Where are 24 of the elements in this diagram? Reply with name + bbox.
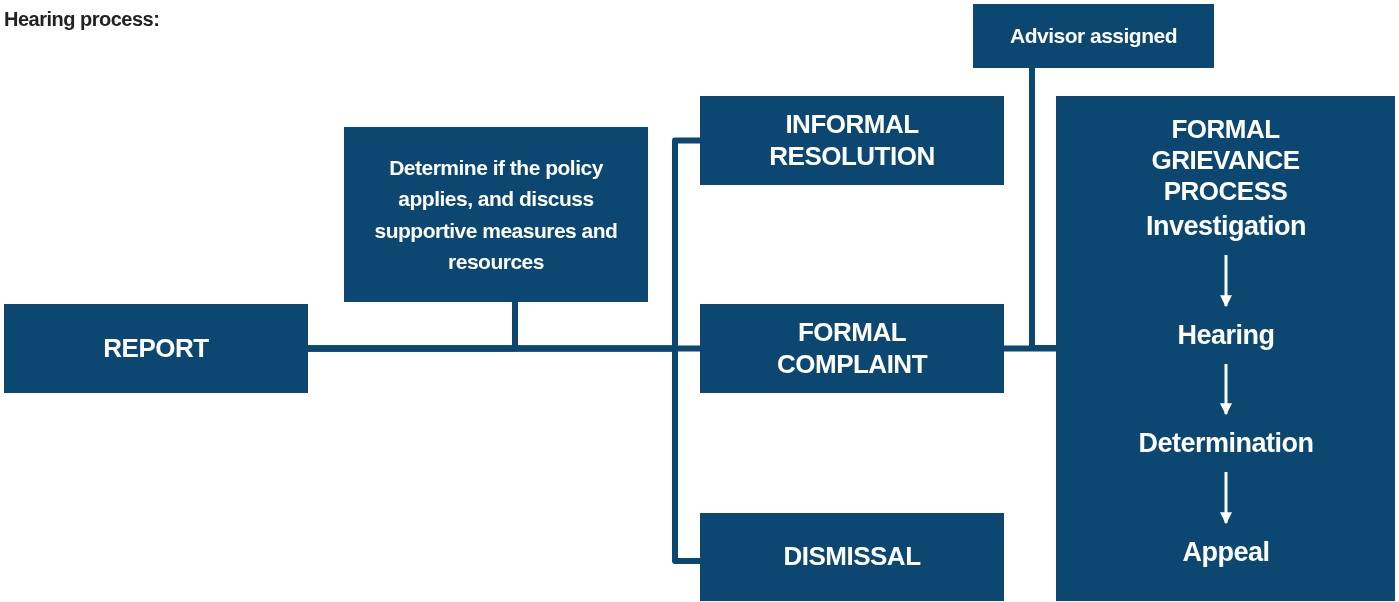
step-label: Appeal <box>1110 517 1342 587</box>
connector-line <box>308 345 700 564</box>
process-box <box>700 304 1004 393</box>
process-box <box>973 4 1214 68</box>
arrow <box>1220 364 1232 416</box>
box-label: Determine if the policy applies, and discuss supportive measures and resources <box>374 154 618 275</box>
connector-line <box>1029 68 1056 351</box>
process-box <box>700 513 1004 601</box>
process-box <box>1056 96 1395 601</box>
process-box <box>344 127 648 302</box>
step-label: Hearing <box>1110 300 1342 370</box>
process-box <box>700 96 1004 185</box>
box-label: Advisor assigned <box>1009 23 1178 50</box>
step-label: Determination <box>1110 408 1342 478</box>
box-label: REPORT <box>103 332 209 365</box>
box-heading: FORMAL GRIEVANCE PROCESS <box>1150 114 1301 208</box>
process-box <box>4 304 308 393</box>
box-label: INFORMAL RESOLUTION <box>768 109 936 172</box>
arrow <box>1220 255 1232 308</box>
box-label: FORMAL COMPLAINT <box>775 317 929 380</box>
diagram-title: Hearing process: <box>4 8 160 31</box>
arrow <box>1220 472 1232 525</box>
box-label: DISMISSAL <box>783 541 921 573</box>
connector-line <box>1004 345 1056 352</box>
